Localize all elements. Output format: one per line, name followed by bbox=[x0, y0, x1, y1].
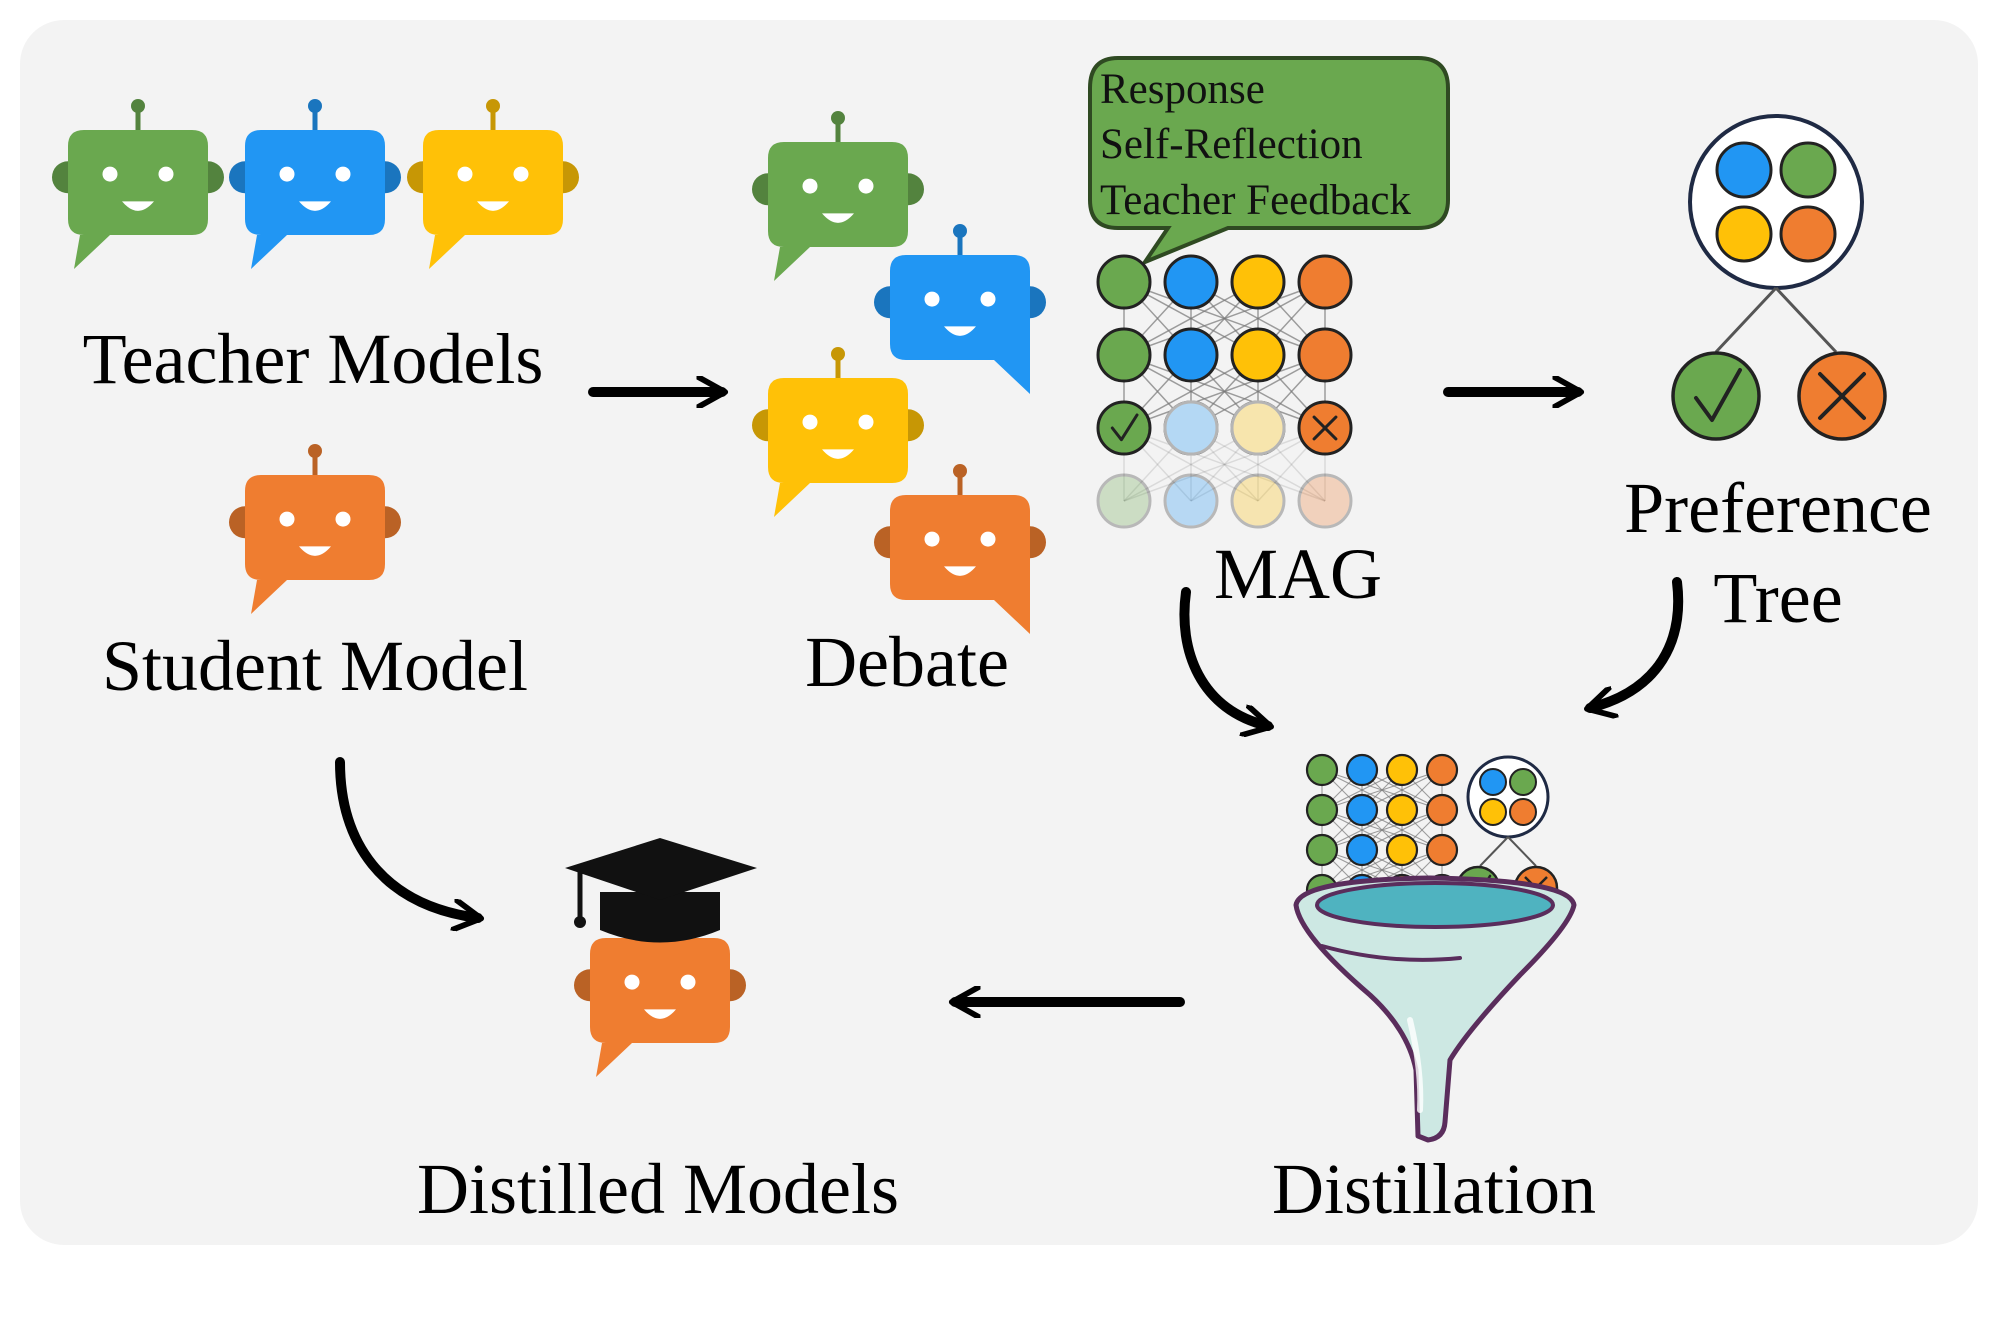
distilled-model-icon bbox=[565, 838, 757, 1077]
funnel-top bbox=[1315, 881, 1555, 929]
graph-node-fade bbox=[1230, 400, 1286, 456]
graph-node-blue bbox=[1345, 753, 1379, 787]
graph-node-yellow bbox=[1230, 254, 1286, 310]
funnel-highlight bbox=[1320, 944, 1462, 962]
arrow-student-to-distilled bbox=[335, 757, 478, 918]
tree-node-green bbox=[1779, 141, 1837, 199]
graph-edge bbox=[1123, 427, 1326, 502]
graph-node-green bbox=[1096, 327, 1152, 383]
bubble-line-teacher-feedback: Teacher Feedback bbox=[1100, 177, 1411, 224]
graph-node-yellow bbox=[1230, 473, 1286, 529]
bubble-line-response: Response bbox=[1100, 66, 1265, 113]
graph-node-yellow bbox=[1385, 753, 1419, 787]
graduation-cap-icon bbox=[565, 838, 757, 943]
speech-bubble: Response Self-Reflection Teacher Feedbac… bbox=[1088, 56, 1450, 267]
robot-icon-orange bbox=[874, 464, 1046, 634]
label-teacher-models: Teacher Models bbox=[83, 319, 544, 399]
teacher-models-icons bbox=[52, 99, 579, 269]
graph-node-blue bbox=[1345, 833, 1379, 867]
graph-edge bbox=[1321, 769, 1443, 811]
graph-node-green bbox=[1305, 793, 1339, 827]
funnel-shine bbox=[1407, 1017, 1424, 1113]
robot-icon-yellow bbox=[752, 347, 924, 517]
robot-icon-blue bbox=[874, 224, 1046, 394]
graph-edge bbox=[1123, 427, 1326, 502]
check-icon bbox=[1671, 351, 1761, 441]
tree-node-yellow bbox=[1715, 205, 1773, 263]
check-icon bbox=[1110, 413, 1139, 442]
preference-tree-icon bbox=[1671, 114, 1887, 441]
label-preference: Preference bbox=[1624, 468, 1932, 548]
graph-node-blue bbox=[1163, 473, 1219, 529]
arrow-preference-tree-to-distillation bbox=[1590, 577, 1684, 708]
mag-graph bbox=[1096, 254, 1353, 529]
graph-edge bbox=[1123, 354, 1326, 429]
graph-node-orange bbox=[1297, 473, 1353, 529]
arrow-mag-to-distillation bbox=[1179, 587, 1268, 726]
graph-node-orange bbox=[1297, 327, 1353, 383]
graph-node-blue bbox=[1163, 254, 1219, 310]
cross-icon bbox=[1797, 351, 1887, 441]
student-model-icon bbox=[229, 444, 401, 614]
label-distillation: Distillation bbox=[1272, 1149, 1596, 1229]
graph-node-yellow bbox=[1230, 327, 1286, 383]
label-distilled-models: Distilled Models bbox=[417, 1149, 899, 1229]
graph-node-orange bbox=[1425, 793, 1459, 827]
robot-icon-yellow bbox=[407, 99, 579, 269]
robot-icon-green bbox=[752, 111, 924, 281]
tree-node-orange bbox=[1779, 205, 1837, 263]
label-student-model: Student Model bbox=[102, 626, 528, 706]
graph-node-green bbox=[1305, 753, 1339, 787]
robot-icon-green bbox=[52, 99, 224, 269]
robot-icon-orange bbox=[574, 907, 746, 1077]
mini-tree-node-yellow bbox=[1479, 798, 1507, 826]
mini-tree-node-blue bbox=[1479, 768, 1507, 796]
mini-tree-node-green bbox=[1509, 768, 1537, 796]
bubble-line-self-reflection: Self-Reflection bbox=[1100, 121, 1363, 168]
graph-edge bbox=[1321, 809, 1443, 851]
debate-icons bbox=[752, 111, 1046, 634]
graph-node-orange bbox=[1425, 833, 1459, 867]
robot-icon-blue bbox=[229, 99, 401, 269]
graph-node-orange bbox=[1297, 254, 1353, 310]
graph-node-blue bbox=[1163, 327, 1219, 383]
graph-node-green bbox=[1096, 254, 1152, 310]
funnel-icon bbox=[1293, 753, 1577, 1143]
label-mag: MAG bbox=[1214, 534, 1382, 614]
mini-tree-node-orange bbox=[1509, 798, 1537, 826]
robot-icon-orange bbox=[229, 444, 401, 614]
graph-node-yellow bbox=[1385, 793, 1419, 827]
graph-node-yellow bbox=[1385, 833, 1419, 867]
graph-node-blue bbox=[1345, 793, 1379, 827]
label-debate: Debate bbox=[805, 622, 1009, 702]
graph-node-green bbox=[1096, 473, 1152, 529]
funnel-body bbox=[1293, 875, 1577, 1143]
graph-node-orange bbox=[1425, 753, 1459, 787]
label-tree: Tree bbox=[1713, 558, 1842, 638]
graph-node-fade bbox=[1163, 400, 1219, 456]
graph-node-green bbox=[1096, 400, 1152, 456]
cross-icon bbox=[1312, 415, 1338, 441]
graph-node-green bbox=[1305, 833, 1339, 867]
arrows bbox=[335, 392, 1684, 1002]
tree-node-blue bbox=[1715, 141, 1773, 199]
graph-edge bbox=[1123, 281, 1326, 356]
